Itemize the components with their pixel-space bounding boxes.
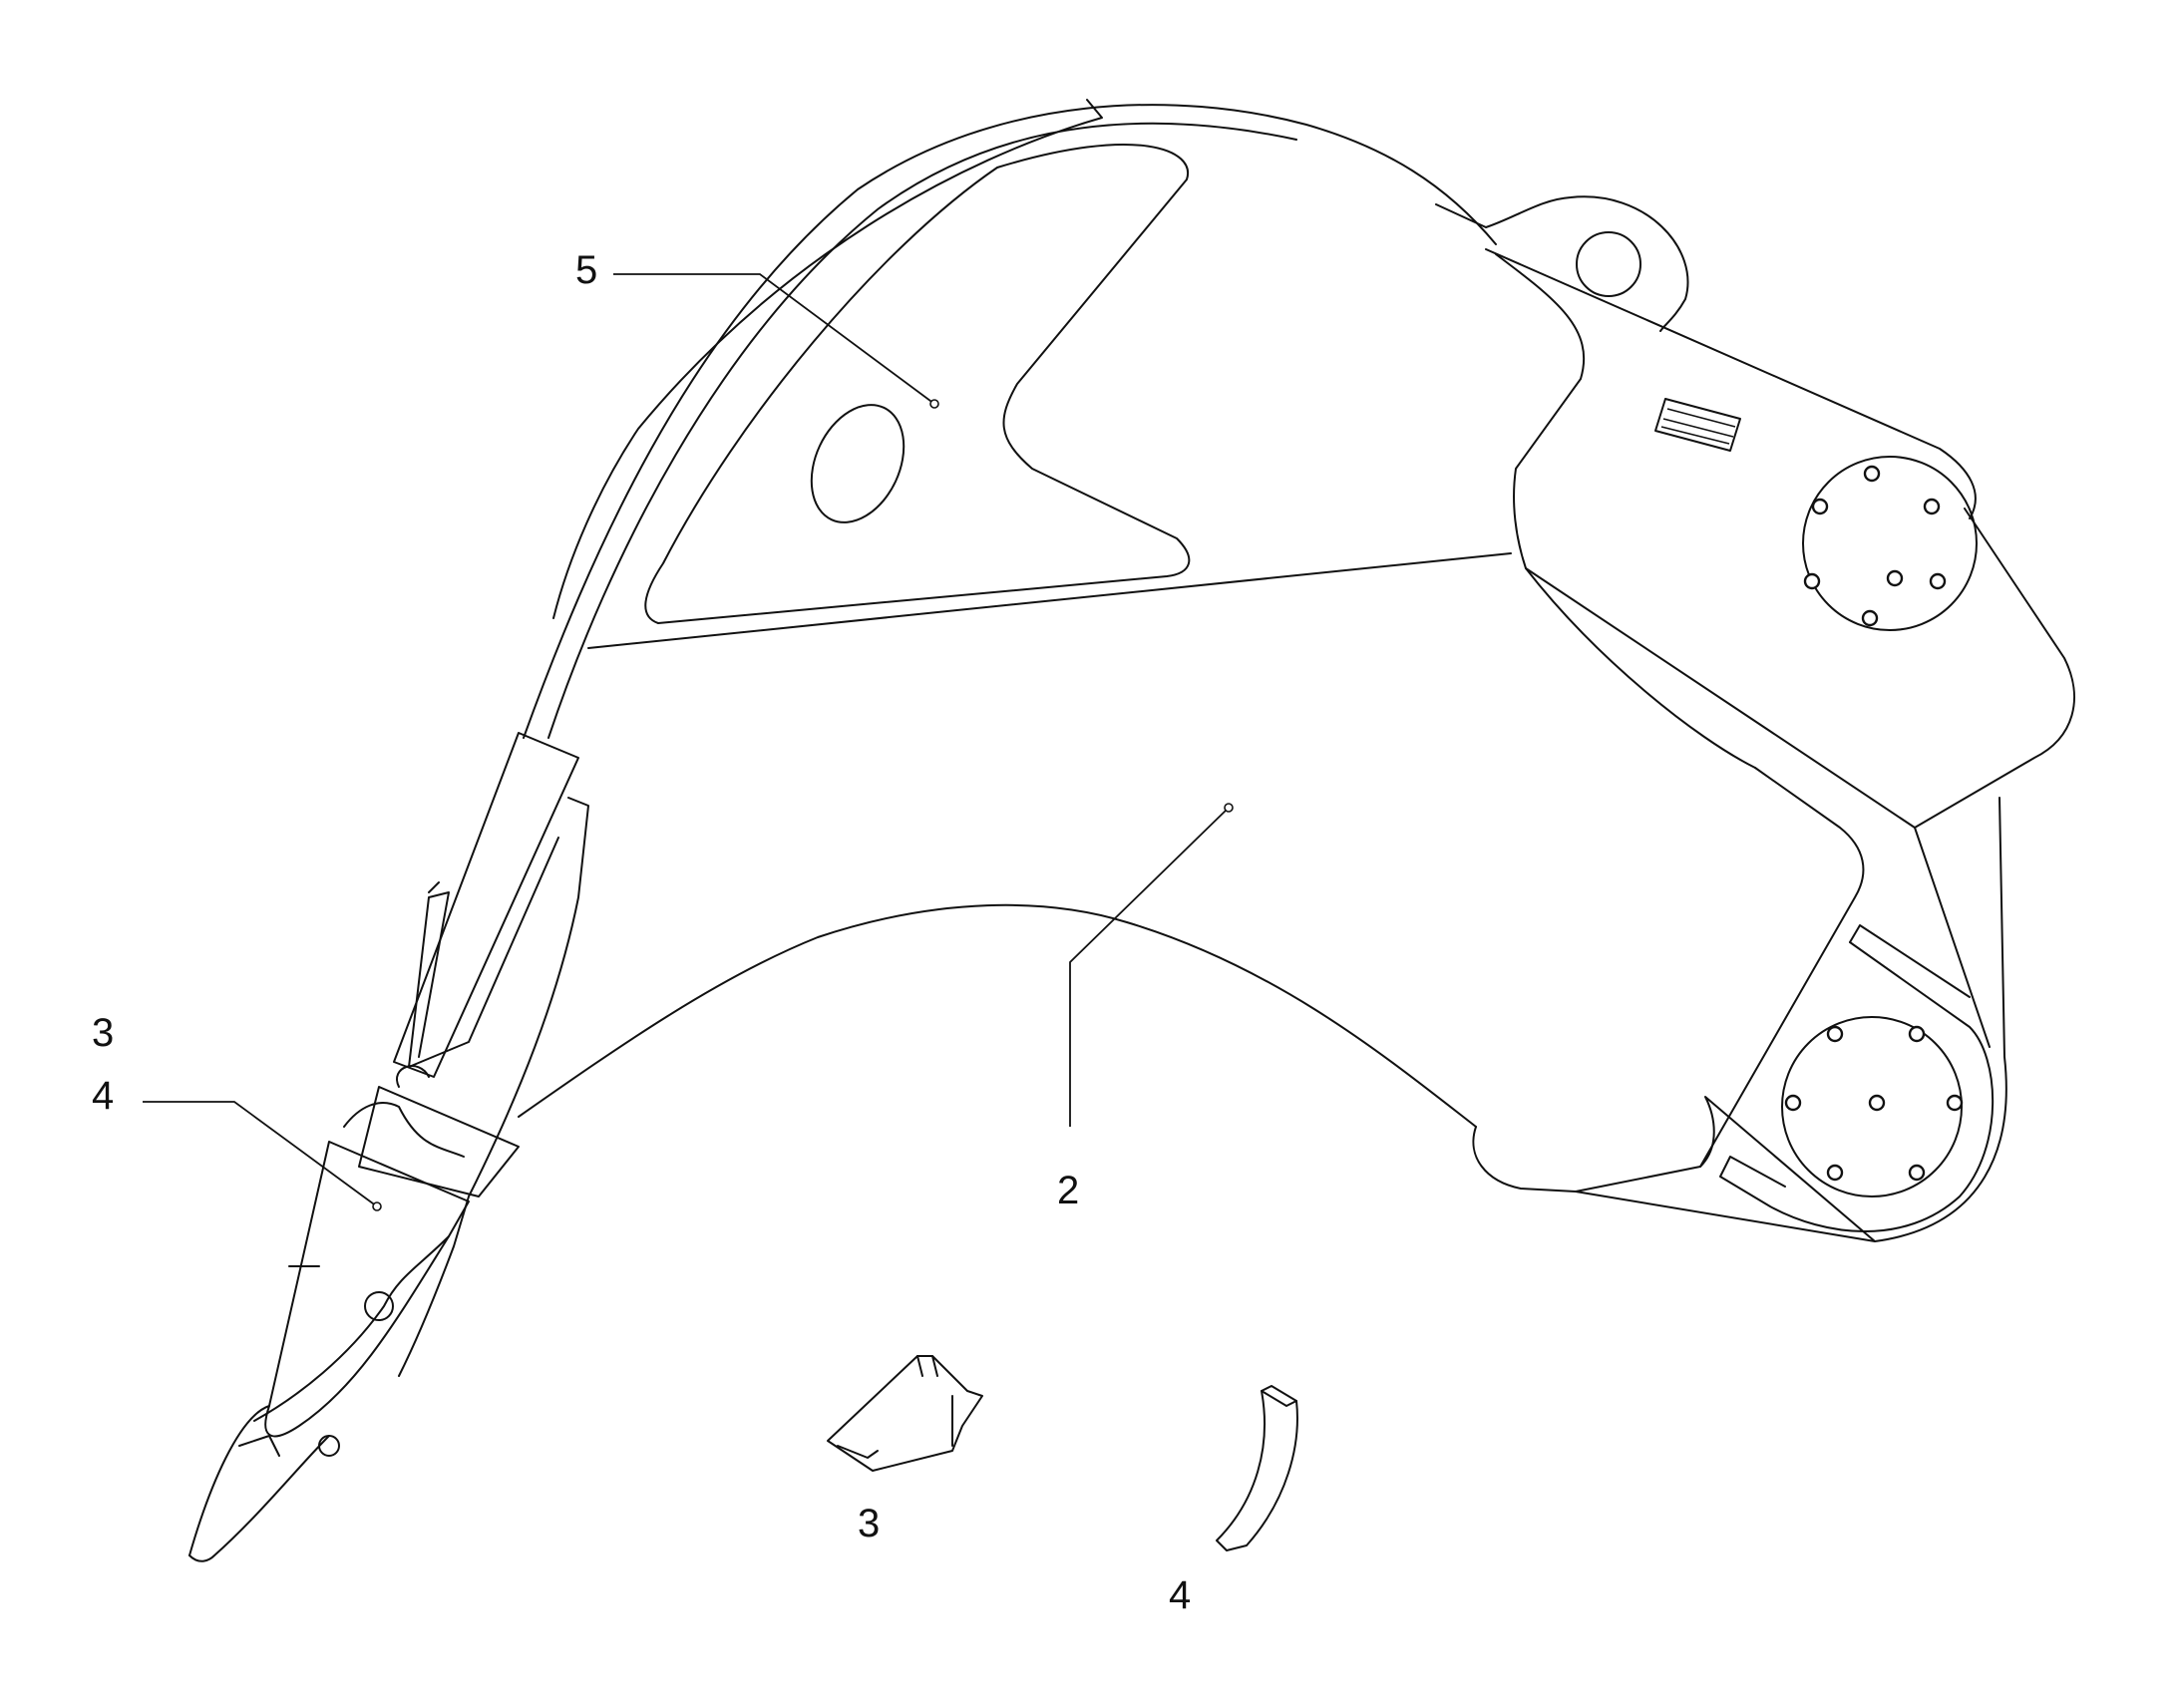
callout-4-protector-detail: 4 <box>1169 1573 1192 1617</box>
callout-3-tip: 3 <box>92 1011 115 1055</box>
leader-5 <box>613 273 935 405</box>
leader-4 <box>143 1101 378 1207</box>
ripper-shank <box>518 99 2075 1242</box>
leader-2 <box>1069 807 1230 1127</box>
lower-pin-bolts <box>1784 1025 1964 1182</box>
leader-2-dot <box>1224 803 1234 813</box>
callout-3-tip-detail: 3 <box>858 1502 881 1545</box>
ripper-tip-detail <box>827 1355 983 1472</box>
leader-4-dot <box>372 1201 382 1211</box>
ripper-tip-assembly <box>188 732 589 1562</box>
callout-4-protector: 4 <box>92 1074 115 1118</box>
callout-5-decal: 5 <box>575 248 598 292</box>
callout-2-shank: 2 <box>1057 1169 1080 1212</box>
protector-detail <box>1216 1385 1298 1551</box>
decal-plate-icon <box>1654 398 1741 452</box>
upper-pin-bolts <box>1803 465 1947 627</box>
leader-5-dot <box>929 399 939 409</box>
leader-lines <box>143 273 1234 1211</box>
